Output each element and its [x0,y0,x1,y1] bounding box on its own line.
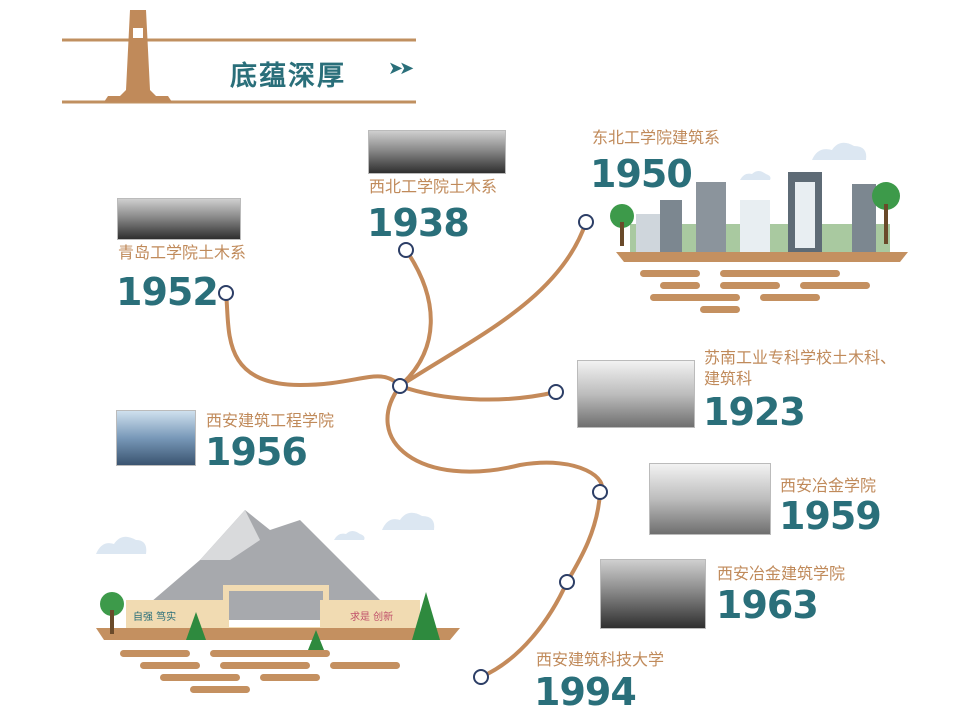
node-1959 [592,484,608,500]
node-hub [392,378,408,394]
timeline-year-1963: 1963 [716,583,819,627]
node-1952 [218,285,234,301]
timeline-year-1923: 1923 [703,390,806,434]
photo-1952 [117,198,241,240]
timeline-year-1959: 1959 [779,494,882,538]
timeline-label-1956: 西安建筑工程学院 [206,411,335,430]
campus-sign-left: 自强 笃实 [133,612,177,623]
cloud-icon [740,171,771,180]
campus-sign-right: 求是 创新 [350,612,394,623]
timeline-label-1963: 西安冶金建筑学院 [717,564,846,583]
timeline-curves [224,220,604,679]
timeline-year-1956: 1956 [205,430,308,474]
timeline-label-1950: 东北工学院建筑系 [592,128,721,147]
timeline-label-1923-line2: 建筑科 [704,369,753,388]
monument-icon [104,10,172,102]
cloud-icon [96,536,147,554]
mountain-campus-illustration [96,510,460,693]
photo-1923 [577,360,695,428]
photo-1963 [600,559,706,629]
cloud-icon [812,142,867,160]
northeast-campus-illustration [610,142,908,313]
timeline-year-1994: 1994 [534,670,637,714]
node-1994 [473,669,489,685]
timeline-year-1952: 1952 [116,270,219,314]
photo-1938 [368,130,506,174]
timeline-label-1923-line1: 苏南工业专科学校土木科、 [704,348,897,367]
timeline-year-1938: 1938 [367,201,470,245]
node-1923 [548,384,564,400]
node-1950 [578,214,594,230]
timeline-label-1994: 西安建筑科技大学 [536,650,665,669]
cloud-icon [334,531,365,540]
page-title: 底蕴深厚 [230,61,346,92]
photo-1959 [649,463,771,535]
timeline-label-1938: 西北工学院土木系 [369,177,498,196]
node-1938 [398,242,414,258]
double-arrow-icon: ➤➤ [388,58,414,79]
node-1963 [559,574,575,590]
timeline-label-1959: 西安冶金学院 [780,476,877,495]
timeline-year-1950: 1950 [590,152,693,196]
cloud-icon [382,512,435,530]
timeline-label-1952: 青岛工学院土木系 [118,243,247,262]
photo-1956 [116,410,196,466]
